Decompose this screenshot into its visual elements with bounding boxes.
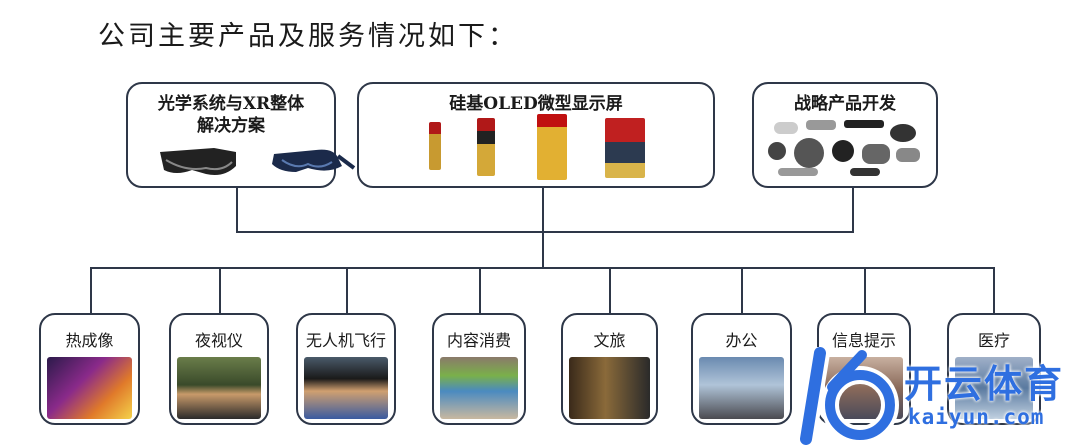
connector-right-down — [852, 188, 854, 232]
connector-drop-5 — [609, 267, 611, 313]
box-xr-solution-title: 光学系统与XR整体 解决方案 — [157, 94, 305, 136]
box-xr-solution: 光学系统与XR整体 解决方案 — [126, 82, 356, 188]
app-label-medical: 医疗 — [977, 331, 1010, 350]
product-parts-image — [774, 122, 798, 134]
content-consumption-image — [440, 357, 518, 419]
connector-drop-6 — [741, 267, 743, 313]
oled-screen-1 — [429, 122, 441, 170]
app-label-office: 办公 — [725, 331, 758, 350]
app-box-drone-flight: 无人机飞行 — [296, 313, 396, 425]
part-9 — [896, 148, 920, 162]
connector-drop-3 — [346, 267, 348, 313]
oled-screen-3 — [537, 114, 567, 180]
part-7 — [832, 140, 854, 162]
box-strategic-products-title: 战略产品开发 — [794, 94, 896, 114]
connector-drop-4 — [479, 267, 481, 313]
part-4 — [890, 124, 916, 142]
app-box-cultural-tourism: 文旅 — [561, 313, 658, 425]
medical-image — [955, 357, 1033, 419]
app-label-night-vision: 夜视仪 — [194, 331, 243, 350]
app-box-thermal-imaging: 热成像 — [39, 313, 140, 425]
part-10 — [778, 168, 818, 176]
app-label-content-consumption: 内容消费 — [446, 331, 511, 350]
connector-drop-8 — [993, 267, 995, 313]
app-box-night-vision: 夜视仪 — [169, 313, 269, 425]
connector-left-down — [236, 188, 238, 232]
app-label-cultural-tourism: 文旅 — [593, 331, 626, 350]
watermark-logo-icon — [796, 347, 899, 445]
cultural-tourism-image — [569, 357, 650, 419]
oled-screen-4 — [605, 118, 645, 178]
oled-screen-2 — [477, 118, 495, 176]
box-oled-display: 硅基OLED微型显示屏 — [357, 82, 715, 188]
app-label-information-prompt: 信息提示 — [831, 331, 896, 350]
connector-drop-1 — [90, 267, 92, 313]
part-2 — [806, 120, 836, 130]
night-vision-image — [177, 357, 261, 419]
app-label-thermal-imaging: 热成像 — [65, 331, 114, 350]
connector-center-down — [542, 188, 544, 268]
app-box-medical: 医疗 — [947, 313, 1041, 425]
ar-glasses-image — [160, 148, 356, 175]
app-box-content-consumption: 内容消费 — [432, 313, 526, 425]
office-image — [699, 357, 784, 419]
part-11 — [850, 168, 880, 176]
connector-drop-2 — [219, 267, 221, 313]
watermark-text: 开云体育 — [904, 362, 1065, 406]
app-box-office: 办公 — [691, 313, 792, 425]
intro-text: 公司主要产品及服务情况如下： — [98, 21, 518, 52]
part-6 — [794, 138, 824, 168]
watermark: 开云体育 kaiyun.com — [792, 347, 1080, 445]
drone-flight-image — [304, 357, 388, 419]
part-8 — [862, 144, 890, 164]
part-5 — [768, 142, 786, 160]
app-label-drone-flight: 无人机飞行 — [305, 331, 386, 350]
box-strategic-products: 战略产品开发 — [752, 82, 938, 188]
watermark-url: kaiyun.com — [908, 405, 1045, 429]
connector-drop-7 — [864, 267, 866, 313]
connector-bottom-horizontal — [90, 267, 993, 269]
box-oled-display-title: 硅基OLED微型显示屏 — [449, 94, 623, 114]
thermal-imaging-image — [47, 357, 132, 419]
part-3 — [844, 120, 884, 128]
connector-top-horizontal — [236, 231, 854, 233]
